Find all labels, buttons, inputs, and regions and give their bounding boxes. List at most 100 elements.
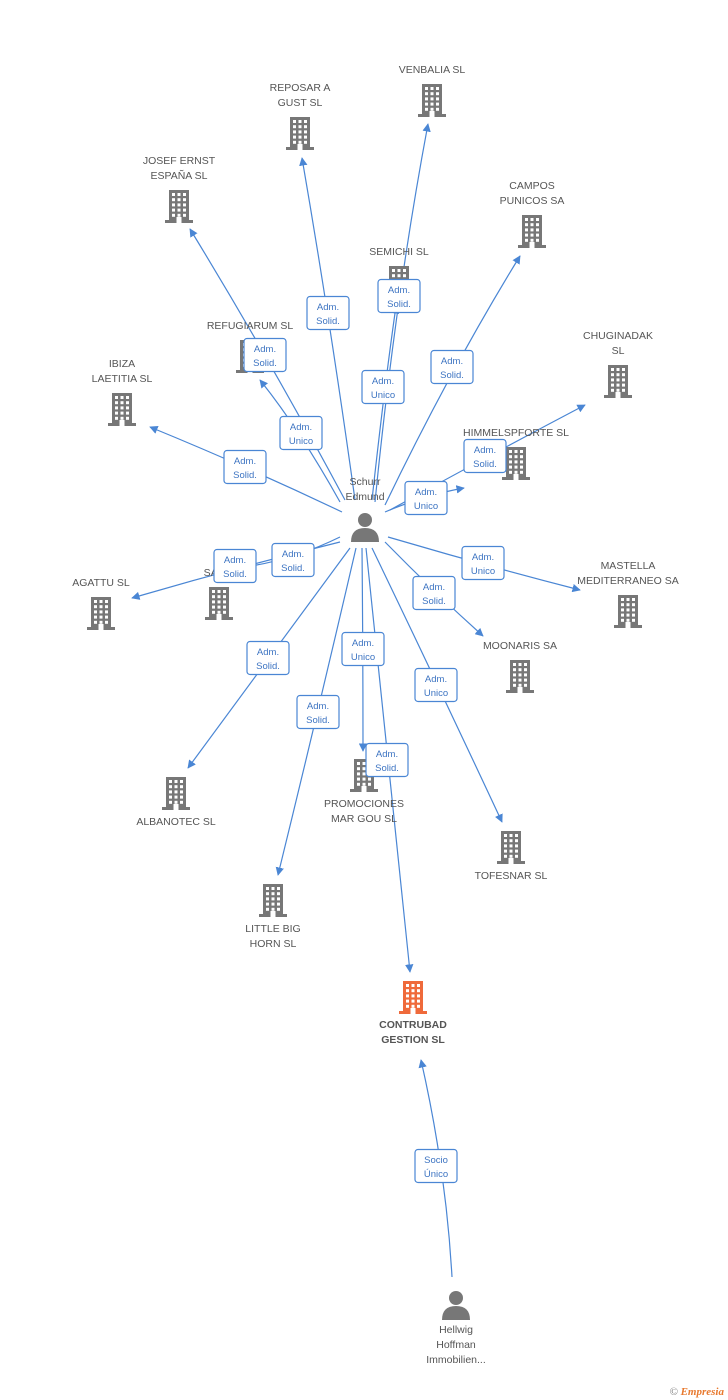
node-label-semichi: SEMICHI SL <box>369 246 429 258</box>
edge-label-tofesnar-schurr[interactable]: Adm.Unico <box>414 667 458 703</box>
edge-label-box <box>279 415 323 451</box>
edge-label-box <box>461 545 505 581</box>
edge-label-box <box>412 575 456 611</box>
edge-label-mastella-schurr[interactable]: Adm.Unico <box>461 545 505 581</box>
edge-label-text: Adm. <box>234 456 256 467</box>
building-icon <box>108 393 136 426</box>
edge-label-box <box>296 694 340 730</box>
edge-label-box <box>365 742 409 778</box>
edge-label-text: Solid. <box>375 763 399 774</box>
edge-label-text: Unico <box>351 652 375 663</box>
nodes-layer: SchurrEdmundHellwigHoffmanImmobilien...C… <box>72 64 679 1366</box>
empresia-watermark: © Empresia <box>669 1386 724 1398</box>
node-label-chuginadak: SL <box>612 345 625 357</box>
building-icon <box>286 117 314 150</box>
edge-label-text: Solid. <box>281 563 305 574</box>
edge-label-box <box>306 295 350 331</box>
node-label-moonaris: MOONARIS SA <box>483 640 557 652</box>
edge-label-reposar-schurr[interactable]: Adm. Solid. <box>306 295 350 331</box>
node-label-chuginadak: CHUGINADAK <box>583 330 653 342</box>
copyright-symbol: © <box>669 1386 678 1398</box>
edge-label-text: Solid. <box>253 358 277 369</box>
edge-label-ibiza-schurr[interactable]: Adm. Solid. <box>223 449 267 485</box>
node-label-littlebig: HORN SL <box>250 938 297 950</box>
edge-label-text: Único <box>424 1169 448 1180</box>
edge-label-josef-schurr[interactable]: Adm.Solid. <box>243 337 287 373</box>
building-icon <box>259 884 287 917</box>
node-chuginadak[interactable]: CHUGINADAK SL <box>583 330 653 398</box>
node-mastella[interactable]: MASTELLA MEDITERRANEO SA <box>577 560 679 628</box>
edge-label-venbalia-schurr[interactable]: Adm.Solid. <box>377 278 421 314</box>
edge-labels-layer: Adm. Solid. Adm. Solid. Adm. Solid. Adm. Solid.… <box>213 278 507 1184</box>
edge-label-himmelspforte-schurr[interactable]: Adm.Unico <box>404 480 448 516</box>
node-label-venbalia: VENBALIA SL <box>399 64 466 76</box>
person-icon <box>442 1291 470 1320</box>
edge-label-semichi-schurr[interactable]: Adm.Unico <box>361 369 405 405</box>
node-agattu[interactable]: AGATTU SL <box>72 577 130 630</box>
edge-label-text: Adm. <box>290 422 312 433</box>
edge-label-text: Unico <box>414 501 438 512</box>
edge-label-moonaris-schurr[interactable]: Adm.Solid. <box>412 575 456 611</box>
building-icon <box>497 831 525 864</box>
node-label-campos: PUNICOS SA <box>500 195 565 207</box>
node-moonaris[interactable]: MOONARIS SA <box>483 640 557 693</box>
building-icon <box>162 777 190 810</box>
node-label-josef: JOSEF ERNST <box>143 155 216 167</box>
edge-label-promociones-schurr[interactable]: Adm.Unico <box>341 631 385 667</box>
edge-label-box <box>341 631 385 667</box>
edge-label-text: Adm. <box>307 701 329 712</box>
node-venbalia[interactable]: VENBALIA SL <box>399 64 466 117</box>
edge-label-albanotec-schurr[interactable]: Adm. Solid. <box>246 640 290 676</box>
edge-label-text: Unico <box>424 688 448 699</box>
edge-label-text: Solid. <box>422 596 446 607</box>
node-label-schurr: Edmund <box>345 491 384 503</box>
node-label-hellwig: Immobilien... <box>426 1354 486 1366</box>
building-icon <box>165 190 193 223</box>
edge-label-chuginadak-schurr[interactable]: Adm.Solid. <box>463 438 507 474</box>
node-label-mastella: MEDITERRANEO SA <box>577 575 679 587</box>
edge-label-text: Solid. <box>387 299 411 310</box>
node-himmelspforte[interactable]: HIMMELSPFORTE SL <box>463 427 569 480</box>
edge-label-text: Solid. <box>233 470 257 481</box>
edge-label-agattu-schurr[interactable]: Adm.Solid. <box>213 548 257 584</box>
node-label-ibiza: LAETITIA SL <box>92 373 153 385</box>
node-label-mastella: MASTELLA <box>601 560 656 572</box>
node-label-campos: CAMPOS <box>509 180 555 192</box>
edge-label-text: Adm. <box>317 302 339 313</box>
edge-label-sapoza-schurr[interactable]: Adm.Solid. <box>271 542 315 578</box>
edge-label-box <box>243 337 287 373</box>
node-label-contrubad: GESTION SL <box>381 1034 445 1046</box>
node-label-hellwig: Hoffman <box>436 1339 476 1351</box>
node-campos[interactable]: CAMPOS PUNICOS SA <box>500 180 565 248</box>
edge-label-text: Adm. <box>474 445 496 456</box>
edge-label-text: Solid. <box>316 316 340 327</box>
edge-label-contrubad-schurr[interactable]: Adm.Solid. <box>365 742 409 778</box>
building-icon <box>418 84 446 117</box>
edge-label-text: Solid. <box>306 715 330 726</box>
edge-label-box <box>430 349 474 385</box>
edge-label-box <box>463 438 507 474</box>
building-icon <box>502 447 530 480</box>
edge-label-campos-schurr[interactable]: Adm.Solid. <box>430 349 474 385</box>
node-label-tofesnar: TOFESNAR SL <box>475 870 548 882</box>
edge-label-littlebig-schurr[interactable]: Adm. Solid. <box>296 694 340 730</box>
edge-label-box <box>223 449 267 485</box>
node-hellwig[interactable]: HellwigHoffmanImmobilien... <box>426 1291 486 1366</box>
person-icon <box>351 513 379 542</box>
edge-label-text: Solid. <box>223 569 247 580</box>
node-label-himmelspforte: HIMMELSPFORTE SL <box>463 427 569 439</box>
node-label-schurr: Schurr <box>350 476 381 488</box>
edge-label-refugiarum-schurr[interactable]: Adm.Unico <box>279 415 323 451</box>
node-tofesnar[interactable]: TOFESNAR SL <box>475 831 548 882</box>
node-albanotec[interactable]: ALBANOTEC SL <box>136 777 216 828</box>
edge-label-text: Adm. <box>257 647 279 658</box>
node-label-albanotec: ALBANOTEC SL <box>136 816 216 828</box>
edge-label-text: Solid. <box>256 661 280 672</box>
